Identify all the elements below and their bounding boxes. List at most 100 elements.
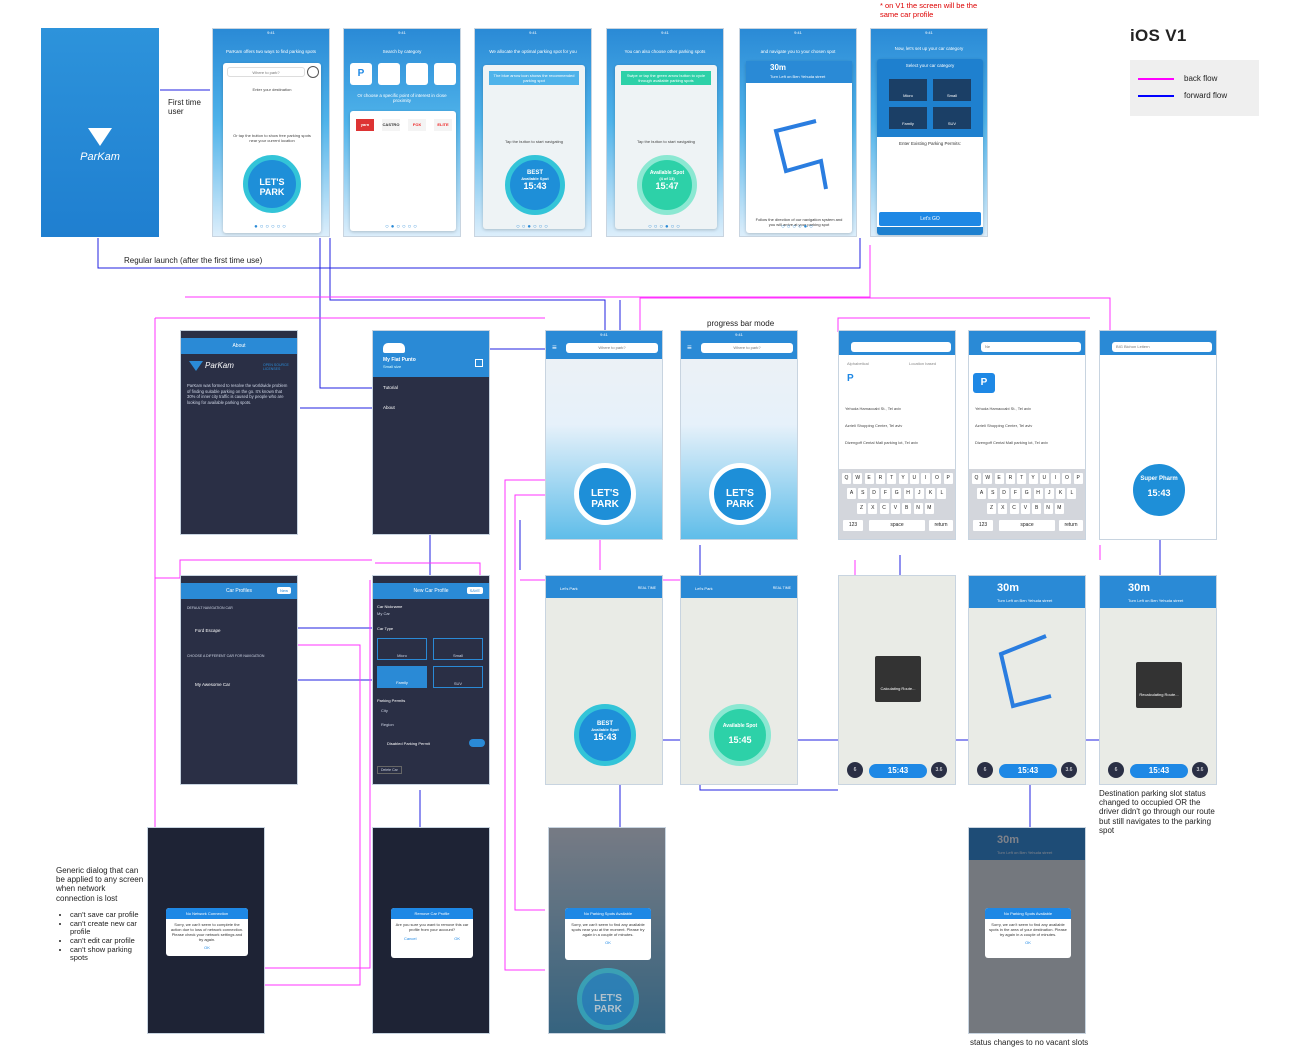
key[interactable]: B: [902, 503, 912, 514]
key[interactable]: Z: [987, 503, 996, 514]
parking-lot-icon[interactable]: P: [973, 373, 995, 393]
key[interactable]: V: [1020, 503, 1030, 514]
lets-park-button[interactable]: LET'S PARK: [574, 463, 636, 525]
key[interactable]: R: [875, 473, 885, 484]
menu-item-tutorial[interactable]: Tutorial: [383, 385, 398, 390]
car-type-micro[interactable]: Micro: [889, 79, 927, 101]
key[interactable]: S: [988, 488, 998, 499]
key[interactable]: I: [921, 473, 931, 484]
search-row[interactable]: Azrieli Shopping Center, Tel aviv: [975, 423, 1033, 428]
key-space[interactable]: space: [869, 520, 925, 531]
search-icon[interactable]: [307, 66, 319, 78]
key[interactable]: A: [847, 488, 856, 499]
key[interactable]: B: [1032, 503, 1042, 514]
car-type-family[interactable]: Family: [377, 666, 427, 688]
key[interactable]: N: [913, 503, 923, 514]
key[interactable]: H: [1033, 488, 1043, 499]
search-input[interactable]: BIG Bichon Leitern: [1112, 342, 1212, 352]
key[interactable]: E: [994, 473, 1004, 484]
open-source-link[interactable]: OPEN SOURCE LICENSES: [263, 363, 289, 371]
nickname-field[interactable]: My Car: [377, 611, 390, 616]
key-return[interactable]: return: [929, 520, 953, 531]
city-field[interactable]: City: [381, 708, 388, 713]
key[interactable]: Z: [857, 503, 866, 514]
search-input[interactable]: Where to park?: [701, 343, 793, 353]
search-input[interactable]: Where to park?: [566, 343, 658, 353]
car-type-family[interactable]: Family: [889, 107, 927, 129]
key[interactable]: P: [1073, 473, 1083, 484]
region-field[interactable]: Region: [381, 722, 394, 727]
parking-lot-icon[interactable]: P: [847, 373, 854, 384]
key-123[interactable]: 123: [973, 520, 993, 531]
car-type-suv[interactable]: SUV: [433, 666, 483, 688]
key[interactable]: U: [1039, 473, 1049, 484]
search-input[interactable]: [851, 342, 951, 352]
brand-tile[interactable]: FOX: [408, 119, 426, 131]
lets-go-button[interactable]: Let's GO: [879, 212, 981, 226]
key[interactable]: P: [943, 473, 953, 484]
key[interactable]: K: [1056, 488, 1066, 499]
key[interactable]: X: [868, 503, 878, 514]
search-input[interactable]: Ne: [981, 342, 1081, 352]
tab-location[interactable]: Location based: [909, 361, 937, 366]
search-row[interactable]: Dizengoff Cental Mall parking lot, Tel a…: [975, 440, 1048, 445]
key[interactable]: G: [1022, 488, 1032, 499]
key[interactable]: C: [1009, 503, 1019, 514]
brand-tile[interactable]: ELITE: [434, 119, 452, 131]
super-pharm-button[interactable]: Super Pharm 15:43: [1128, 459, 1190, 521]
key[interactable]: O: [932, 473, 942, 484]
key[interactable]: L: [937, 488, 947, 499]
key[interactable]: X: [998, 503, 1008, 514]
key[interactable]: N: [1043, 503, 1053, 514]
dialog-ok-button[interactable]: OK: [605, 940, 611, 945]
search-row[interactable]: Dizengoff Cental Mall parking lot, Tel a…: [845, 440, 918, 445]
key[interactable]: C: [879, 503, 889, 514]
save-button[interactable]: SAVE: [466, 587, 483, 594]
key[interactable]: K: [926, 488, 936, 499]
key[interactable]: U: [909, 473, 919, 484]
key[interactable]: Q: [972, 473, 981, 484]
key-space[interactable]: space: [999, 520, 1055, 531]
brand-tile[interactable]: yarn: [356, 119, 374, 131]
key[interactable]: Q: [842, 473, 851, 484]
key[interactable]: T: [887, 473, 897, 484]
best-spot-button[interactable]: BEST Available Spot 15:43: [574, 704, 636, 766]
key[interactable]: R: [1005, 473, 1015, 484]
key[interactable]: E: [864, 473, 874, 484]
key[interactable]: W: [983, 473, 993, 484]
new-profile-button[interactable]: New: [276, 587, 291, 594]
key[interactable]: F: [1010, 488, 1020, 499]
key[interactable]: V: [890, 503, 900, 514]
key[interactable]: J: [914, 488, 924, 499]
default-car[interactable]: Ford Escape: [195, 628, 221, 633]
lets-park-button[interactable]: LET'S PARK: [243, 155, 301, 213]
car-type-suv[interactable]: SUV: [933, 107, 971, 129]
car-type-micro[interactable]: Micro: [377, 638, 427, 660]
hamburger-icon[interactable]: ≡: [687, 343, 692, 352]
dialog-ok-button[interactable]: OK: [204, 945, 210, 950]
stadium-icon[interactable]: [434, 63, 456, 85]
parking-lot-icon[interactable]: P: [350, 63, 372, 85]
key[interactable]: G: [892, 488, 902, 499]
key[interactable]: I: [1051, 473, 1061, 484]
key[interactable]: A: [977, 488, 986, 499]
key[interactable]: M: [924, 503, 934, 514]
edit-icon[interactable]: [475, 359, 483, 367]
car-type-small[interactable]: Small: [933, 79, 971, 101]
other-car[interactable]: My Awesome Car: [195, 682, 231, 687]
search-row[interactable]: Yehuda Hamaccabi St., Tel aviv: [845, 406, 902, 411]
key[interactable]: W: [853, 473, 863, 484]
key[interactable]: L: [1067, 488, 1077, 499]
search-row[interactable]: Azrieli Shopping Center, Tel aviv: [845, 423, 903, 428]
brand-tile[interactable]: CASTRO: [382, 119, 400, 131]
delete-car-button[interactable]: Delete Car: [377, 766, 402, 774]
dialog-cancel-button[interactable]: Cancel: [404, 936, 417, 941]
key[interactable]: H: [903, 488, 913, 499]
shopping-icon[interactable]: [378, 63, 400, 85]
available-spot-button[interactable]: Available Spot (4 of 13) 15:47: [637, 155, 697, 215]
hamburger-icon[interactable]: ≡: [552, 343, 557, 352]
dialog-ok-button[interactable]: OK: [1025, 940, 1031, 945]
car-type-small[interactable]: Small: [433, 638, 483, 660]
key[interactable]: D: [869, 488, 879, 499]
tab-alphabetical[interactable]: Alphabetical: [847, 361, 869, 366]
